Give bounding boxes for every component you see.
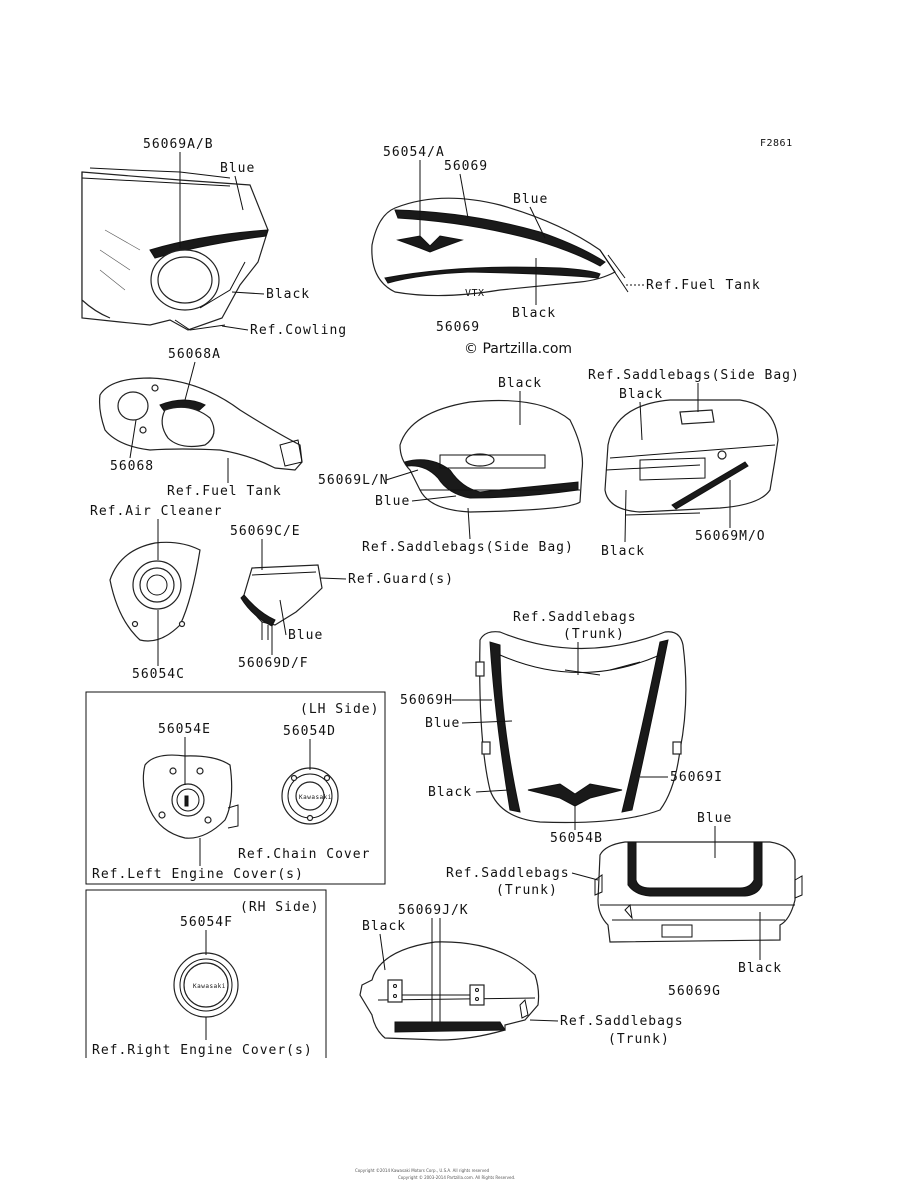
label-56068a: 56068A xyxy=(168,347,221,362)
label-56054e: 56054E xyxy=(158,722,211,737)
label-ref-left-engine: Ref.Left Engine Cover(s) xyxy=(92,867,304,882)
label-black-cowl: Black xyxy=(266,287,310,302)
figure-code: F2861 xyxy=(760,138,793,149)
label-black-trunk3: Black xyxy=(362,919,406,934)
label-blue-cowl: Blue xyxy=(220,161,255,176)
label-blue-bag1: Blue xyxy=(375,494,410,509)
label-56069ln: 56069L/N xyxy=(318,473,389,488)
label-ref-saddlebags-trunk1a: Ref.Saddlebags xyxy=(513,610,637,625)
left-engine-cover-part xyxy=(142,754,239,839)
fuel-tank-cover-part xyxy=(98,377,303,471)
trunk-rear-part xyxy=(475,631,687,824)
guard-part xyxy=(240,564,323,640)
trunk-side-part xyxy=(359,941,540,1041)
footer-line-2: Copyright © 2003-2014 Partzilla.com. All… xyxy=(398,1175,515,1180)
label-56069g: 56069G xyxy=(668,984,721,999)
label-black-trunk2: Black xyxy=(738,961,782,976)
label-56069-top: 56069 xyxy=(444,159,488,174)
label-blue-trunk2: Blue xyxy=(697,811,732,826)
lh-side-box: (LH Side) 56054E Kawasaki 56054D Ref.Cha… xyxy=(85,691,386,885)
guard-callouts: 56069C/E Ref.Guard(s) Blue 56069D/F xyxy=(230,524,454,671)
label-56069ab: 56069A/B xyxy=(143,137,214,152)
label-black-bag2-top: Black xyxy=(619,387,663,402)
rh-side-box: (RH Side) Kawasaki 56054F Ref.Right Engi… xyxy=(85,889,327,1058)
saddlebag-right-callouts: Ref.Saddlebags(Side Bag) Black Black 560… xyxy=(588,368,800,559)
label-ref-fuel-tank2: Ref.Fuel Tank xyxy=(167,484,282,499)
rh-side-label: (RH Side) xyxy=(240,900,319,915)
label-black-tank: Black xyxy=(512,306,556,321)
label-56069ce: 56069C/E xyxy=(230,524,301,539)
label-black-trunk1: Black xyxy=(428,785,472,800)
label-ref-fuel-tank: Ref.Fuel Tank xyxy=(646,278,761,293)
label-56054b: 56054B xyxy=(550,831,603,846)
fuel-tank-cover-callouts: 56068A 56068 Ref.Fuel Tank xyxy=(110,347,282,499)
saddlebag-left-callouts: Black 56069L/N Blue Ref.Saddlebags(Side … xyxy=(318,376,574,555)
label-ref-saddlebags-side1: Ref.Saddlebags(Side Bag) xyxy=(362,540,574,555)
lh-side-label: (LH Side) xyxy=(300,702,379,717)
fuel-tank-callouts: 56054/A 56069 Blue Ref.Fuel Tank Black 5… xyxy=(383,145,761,335)
chain-cover-part: Kawasaki xyxy=(281,767,339,825)
label-blue-tank: Blue xyxy=(513,192,548,207)
label-black-bag1: Black xyxy=(498,376,542,391)
label-ref-saddlebags-side2: Ref.Saddlebags(Side Bag) xyxy=(588,368,800,383)
label-ref-air-cleaner: Ref.Air Cleaner xyxy=(90,504,222,519)
trunk-rear-callouts: Ref.Saddlebags (Trunk) 56069H Blue Black… xyxy=(400,610,723,846)
label-56054f: 56054F xyxy=(180,915,233,930)
label-black-bag2-bottom: Black xyxy=(601,544,645,559)
label-56069df: 56069D/F xyxy=(238,656,309,671)
label-ref-saddlebags-trunk3a: Ref.Saddlebags xyxy=(560,1014,684,1029)
cowling-part xyxy=(81,167,269,331)
label-ref-saddlebags-trunk1b: (Trunk) xyxy=(563,627,625,642)
trunk-top-part xyxy=(594,841,803,943)
right-engine-cover-logo: Kawasaki xyxy=(193,983,226,990)
label-56069h: 56069H xyxy=(400,693,453,708)
label-ref-chain-cover: Ref.Chain Cover xyxy=(238,847,370,862)
right-engine-cover-part: Kawasaki xyxy=(173,952,239,1018)
label-ref-guard: Ref.Guard(s) xyxy=(348,572,454,587)
label-56054a: 56054/A xyxy=(383,145,445,160)
tank-emblem-text: VTX xyxy=(465,288,485,299)
trunk-top-callouts: Blue Ref.Saddlebags (Trunk) Black 56069G xyxy=(446,811,782,999)
trunk-side-callouts: 56069J/K Black Ref.Saddlebags (Trunk) xyxy=(362,903,684,1047)
fuel-tank-part: VTX xyxy=(371,197,629,299)
label-56069mo: 56069M/O xyxy=(695,529,766,544)
saddlebag-left-part xyxy=(399,399,584,513)
air-cleaner-part xyxy=(109,541,201,642)
label-blue-guard: Blue xyxy=(288,628,323,643)
label-56069-bottom: 56069 xyxy=(436,320,480,335)
label-ref-cowling: Ref.Cowling xyxy=(250,323,347,338)
label-56069jk: 56069J/K xyxy=(398,903,469,918)
label-56054d: 56054D xyxy=(283,724,336,739)
saddlebag-right-part xyxy=(604,399,779,516)
label-ref-saddlebags-trunk2b: (Trunk) xyxy=(496,883,558,898)
label-ref-saddlebags-trunk3b: (Trunk) xyxy=(608,1032,670,1047)
label-56069i: 56069I xyxy=(670,770,723,785)
chain-cover-logo: Kawasaki xyxy=(299,794,332,801)
label-ref-saddlebags-trunk2a: Ref.Saddlebags xyxy=(446,866,570,881)
air-cleaner-callouts: Ref.Air Cleaner 56054C xyxy=(90,504,222,682)
footer-line-1: Copyright ©2014 Kawasaki Motors Corp., U… xyxy=(355,1168,490,1173)
label-ref-right-engine: Ref.Right Engine Cover(s) xyxy=(92,1043,313,1058)
cowling-callouts: 56069A/B Blue Black Ref.Cowling xyxy=(143,137,347,338)
label-56068: 56068 xyxy=(110,459,154,474)
label-56054c: 56054C xyxy=(132,667,185,682)
watermark: © Partzilla.com xyxy=(464,341,572,357)
label-blue-trunk1: Blue xyxy=(425,716,460,731)
